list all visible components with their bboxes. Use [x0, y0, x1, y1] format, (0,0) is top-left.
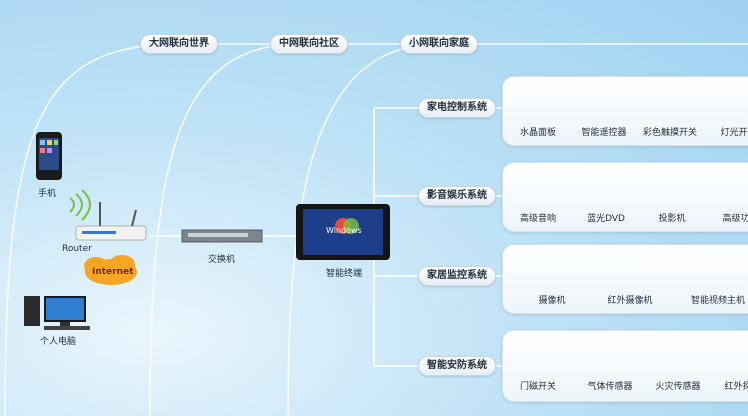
device-label: 高级音响 — [519, 214, 556, 224]
device-label: 红外摄像机 — [607, 296, 653, 306]
device-label: 投影机 — [658, 214, 686, 224]
tier-label-world: 大网联向世界 — [140, 34, 218, 54]
tier-arc-home — [287, 43, 441, 416]
system-label-appliance: 家电控制系统 — [418, 98, 496, 118]
device-label: 红外探 — [724, 382, 748, 392]
node-label-terminal: 智能终端 — [326, 269, 363, 279]
node-label-phone: 手机 — [38, 189, 57, 199]
device-label: 水晶面板 — [519, 128, 556, 138]
device-label: 门磁开关 — [519, 382, 556, 392]
wifi-icon — [69, 189, 91, 221]
tier-arc-community — [149, 43, 301, 416]
terminal-icon — [296, 204, 390, 260]
system-panel-appliance: 水晶面板 智能遥控器 彩色触摸开关 灯光开 — [502, 76, 748, 146]
node-label-pc: 个人电脑 — [40, 337, 77, 347]
system-panel-av: 高级音响 蓝光DVD 投影机 高级功 — [502, 162, 748, 232]
device-label: 蓝光DVD — [587, 214, 625, 224]
node-label-terminal-screen: Windows — [326, 226, 362, 235]
tier-label-community: 中网联向社区 — [270, 34, 348, 54]
device-label: 灯光开 — [720, 128, 748, 138]
tier-label-home: 小网联向家庭 — [400, 34, 478, 54]
system-panel-security: 门磁开关 气体传感器 火灾传感器 红外探 — [502, 330, 748, 402]
node-label-router: Router — [62, 244, 92, 254]
system-label-monitor: 家居监控系统 — [418, 266, 496, 286]
system-label-av: 影音娱乐系统 — [418, 186, 496, 206]
device-label: 彩色触摸开关 — [642, 128, 697, 138]
switch-icon — [181, 229, 263, 243]
pc-icon — [24, 296, 90, 330]
system-label-security: 智能安防系统 — [418, 356, 496, 376]
device-label: 气体传感器 — [587, 382, 633, 392]
node-label-internet: Internet — [92, 267, 134, 277]
device-label: 高级功 — [722, 214, 748, 224]
internet-cloud-icon — [84, 255, 137, 285]
router-icon — [75, 202, 147, 241]
system-panel-monitor: 摄像机 红外摄像机 智能视频主机 — [502, 244, 748, 314]
device-label: 摄像机 — [538, 296, 566, 306]
device-label: 智能视频主机 — [690, 296, 745, 306]
phone-icon — [36, 132, 62, 180]
node-label-switch: 交换机 — [208, 255, 236, 265]
device-label: 火灾传感器 — [655, 382, 701, 392]
device-label: 智能遥控器 — [581, 128, 627, 138]
